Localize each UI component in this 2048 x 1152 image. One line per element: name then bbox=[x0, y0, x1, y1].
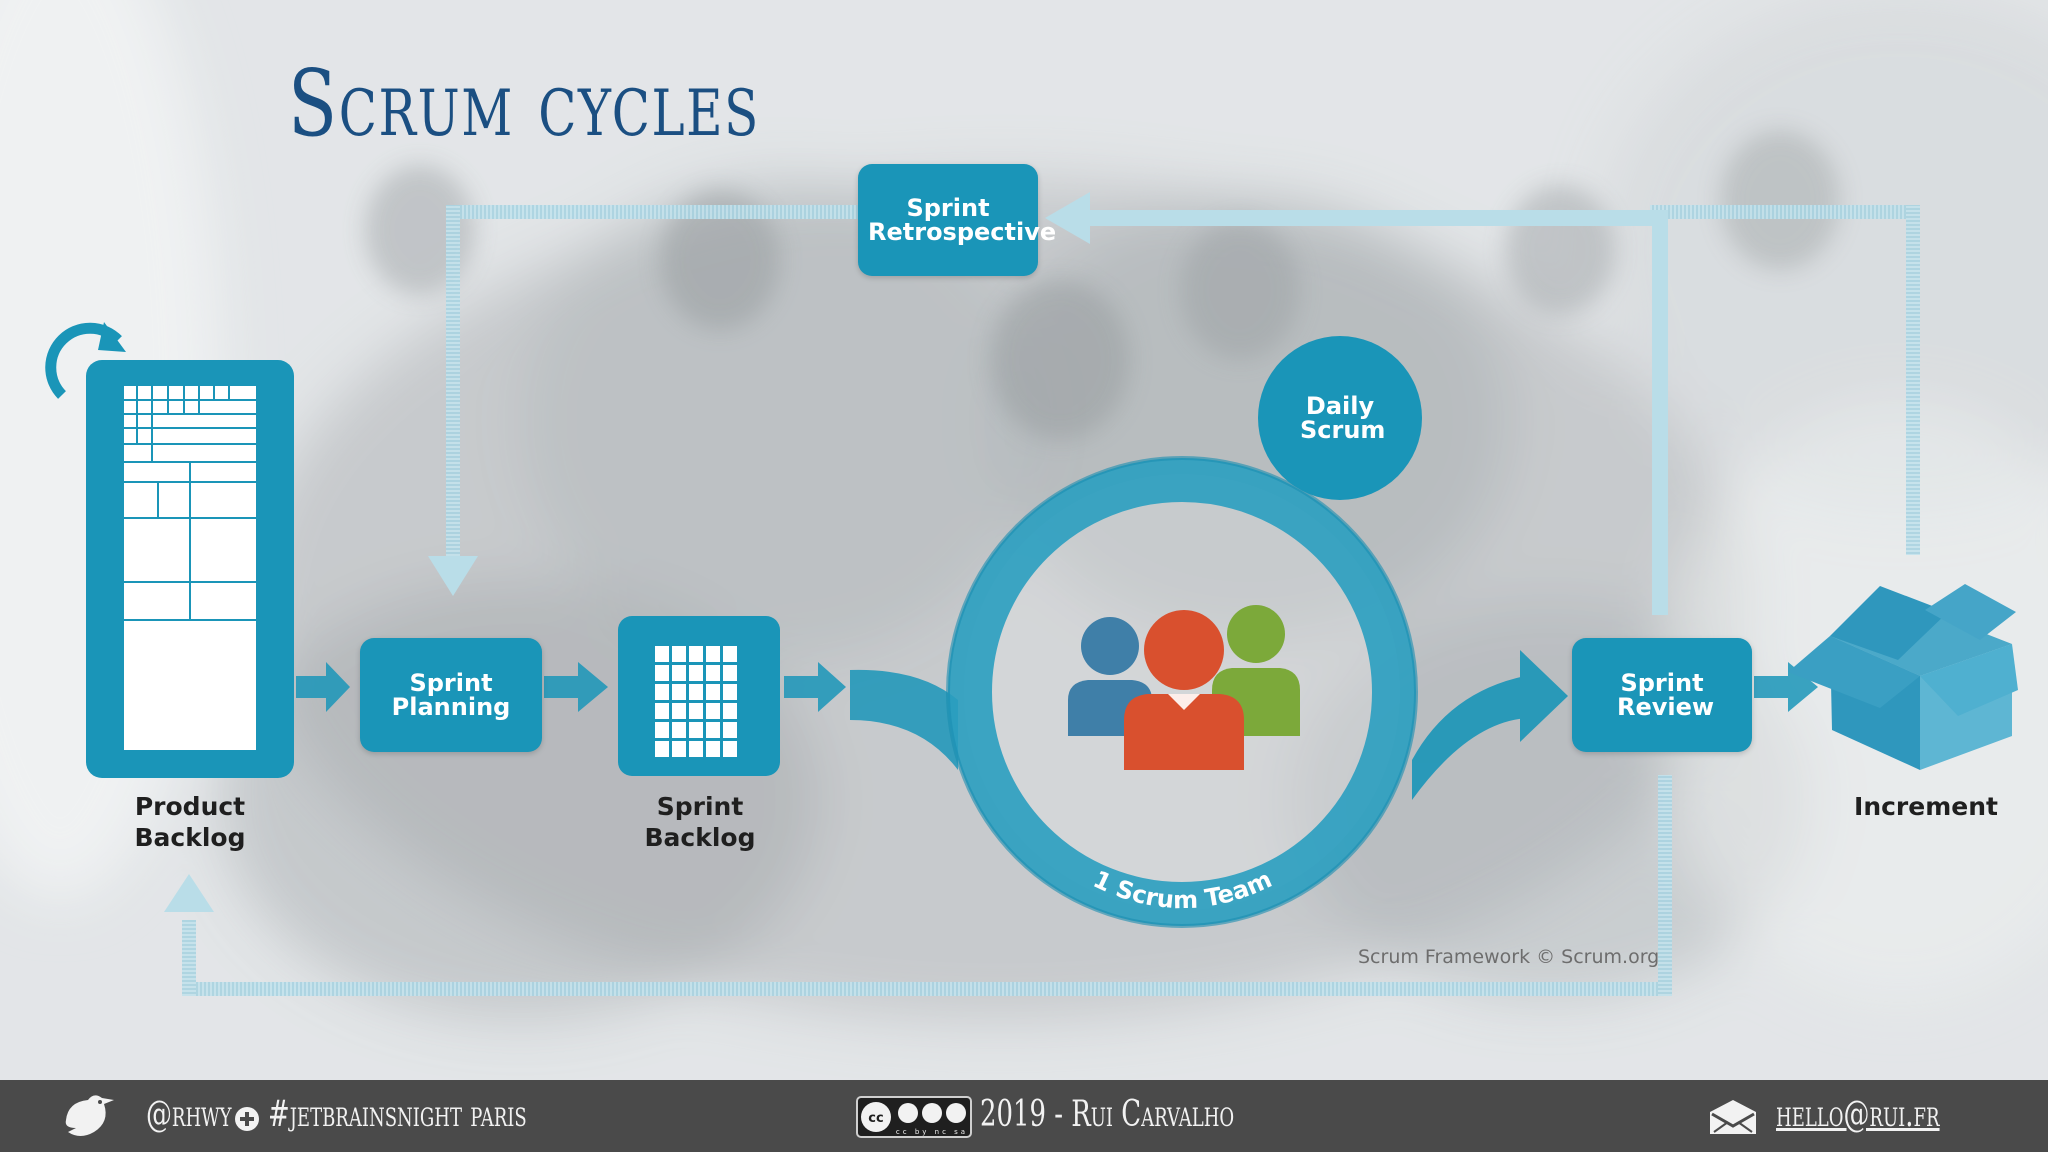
sprint-planning-box: Sprint Planning bbox=[360, 638, 542, 752]
backlog-refinement-loop-line bbox=[182, 775, 1672, 996]
copyright-text: 2019 - Rui Carvalho bbox=[980, 1094, 1235, 1135]
refresh-icon bbox=[45, 322, 126, 399]
retrospective-loop-line bbox=[446, 205, 1920, 570]
plus-icon bbox=[235, 1107, 259, 1131]
scrum-team-circle bbox=[946, 456, 1418, 928]
creative-commons-icon: cc cc by nc sa bbox=[856, 1096, 972, 1138]
team-members-icon bbox=[1068, 605, 1300, 770]
out-of-team-arrow bbox=[1412, 650, 1568, 800]
sprint-review-box: Sprint Review bbox=[1572, 638, 1752, 752]
contact-email-link[interactable]: hello@rui.fr bbox=[1776, 1094, 1940, 1135]
slide: 1 Scrum Team Scrum cycles Sprint Retrosp… bbox=[0, 0, 2048, 1080]
daily-scrum-text: Daily Scrum bbox=[1260, 386, 1420, 450]
sprint-retrospective-box: Sprint Retrospective bbox=[858, 164, 1057, 276]
svg-text:cc: cc bbox=[868, 1111, 883, 1126]
slide-title: Scrum cycles bbox=[288, 50, 760, 157]
daily-scrum-circle bbox=[1258, 336, 1422, 500]
scrum-diagram: 1 Scrum Team bbox=[45, 192, 2018, 996]
flow-arrows bbox=[296, 662, 1818, 712]
sprint-backlog-label: Sprint Backlog bbox=[644, 792, 756, 852]
sprint-review-label: Sprint Review bbox=[1617, 669, 1715, 721]
product-backlog-box bbox=[86, 360, 294, 778]
bird-icon bbox=[65, 1095, 114, 1136]
review-to-retrospective-arrow bbox=[1045, 192, 1668, 615]
scrum-org-credit: Scrum Framework © Scrum.org bbox=[1358, 946, 1660, 968]
into-team-swoosh bbox=[850, 669, 958, 770]
event-hashtag[interactable]: #jetbrainsnight paris bbox=[268, 1094, 527, 1135]
increment-box-icon bbox=[1788, 584, 2018, 770]
sprint-planning-label: Sprint Planning bbox=[391, 669, 511, 721]
sprint-retrospective-label: Sprint Retrospective bbox=[868, 194, 1057, 246]
daily-scrum-label: Daily Scrum bbox=[1300, 392, 1386, 444]
arrow-into-sprint-planning bbox=[428, 556, 478, 596]
footer-bar: @rhwy #jetbrainsnight paris cc cc by nc … bbox=[0, 1080, 2048, 1152]
license-badge-text: cc by nc sa bbox=[896, 1128, 968, 1136]
sprint-backlog-grid-icon bbox=[618, 616, 780, 776]
twitter-handle[interactable]: @rhwy bbox=[146, 1094, 232, 1135]
increment-label: Increment bbox=[1854, 792, 1998, 821]
arrow-into-product-backlog bbox=[164, 874, 214, 912]
envelope-icon bbox=[1710, 1100, 1756, 1134]
product-backlog-label: Product Backlog bbox=[134, 792, 246, 852]
